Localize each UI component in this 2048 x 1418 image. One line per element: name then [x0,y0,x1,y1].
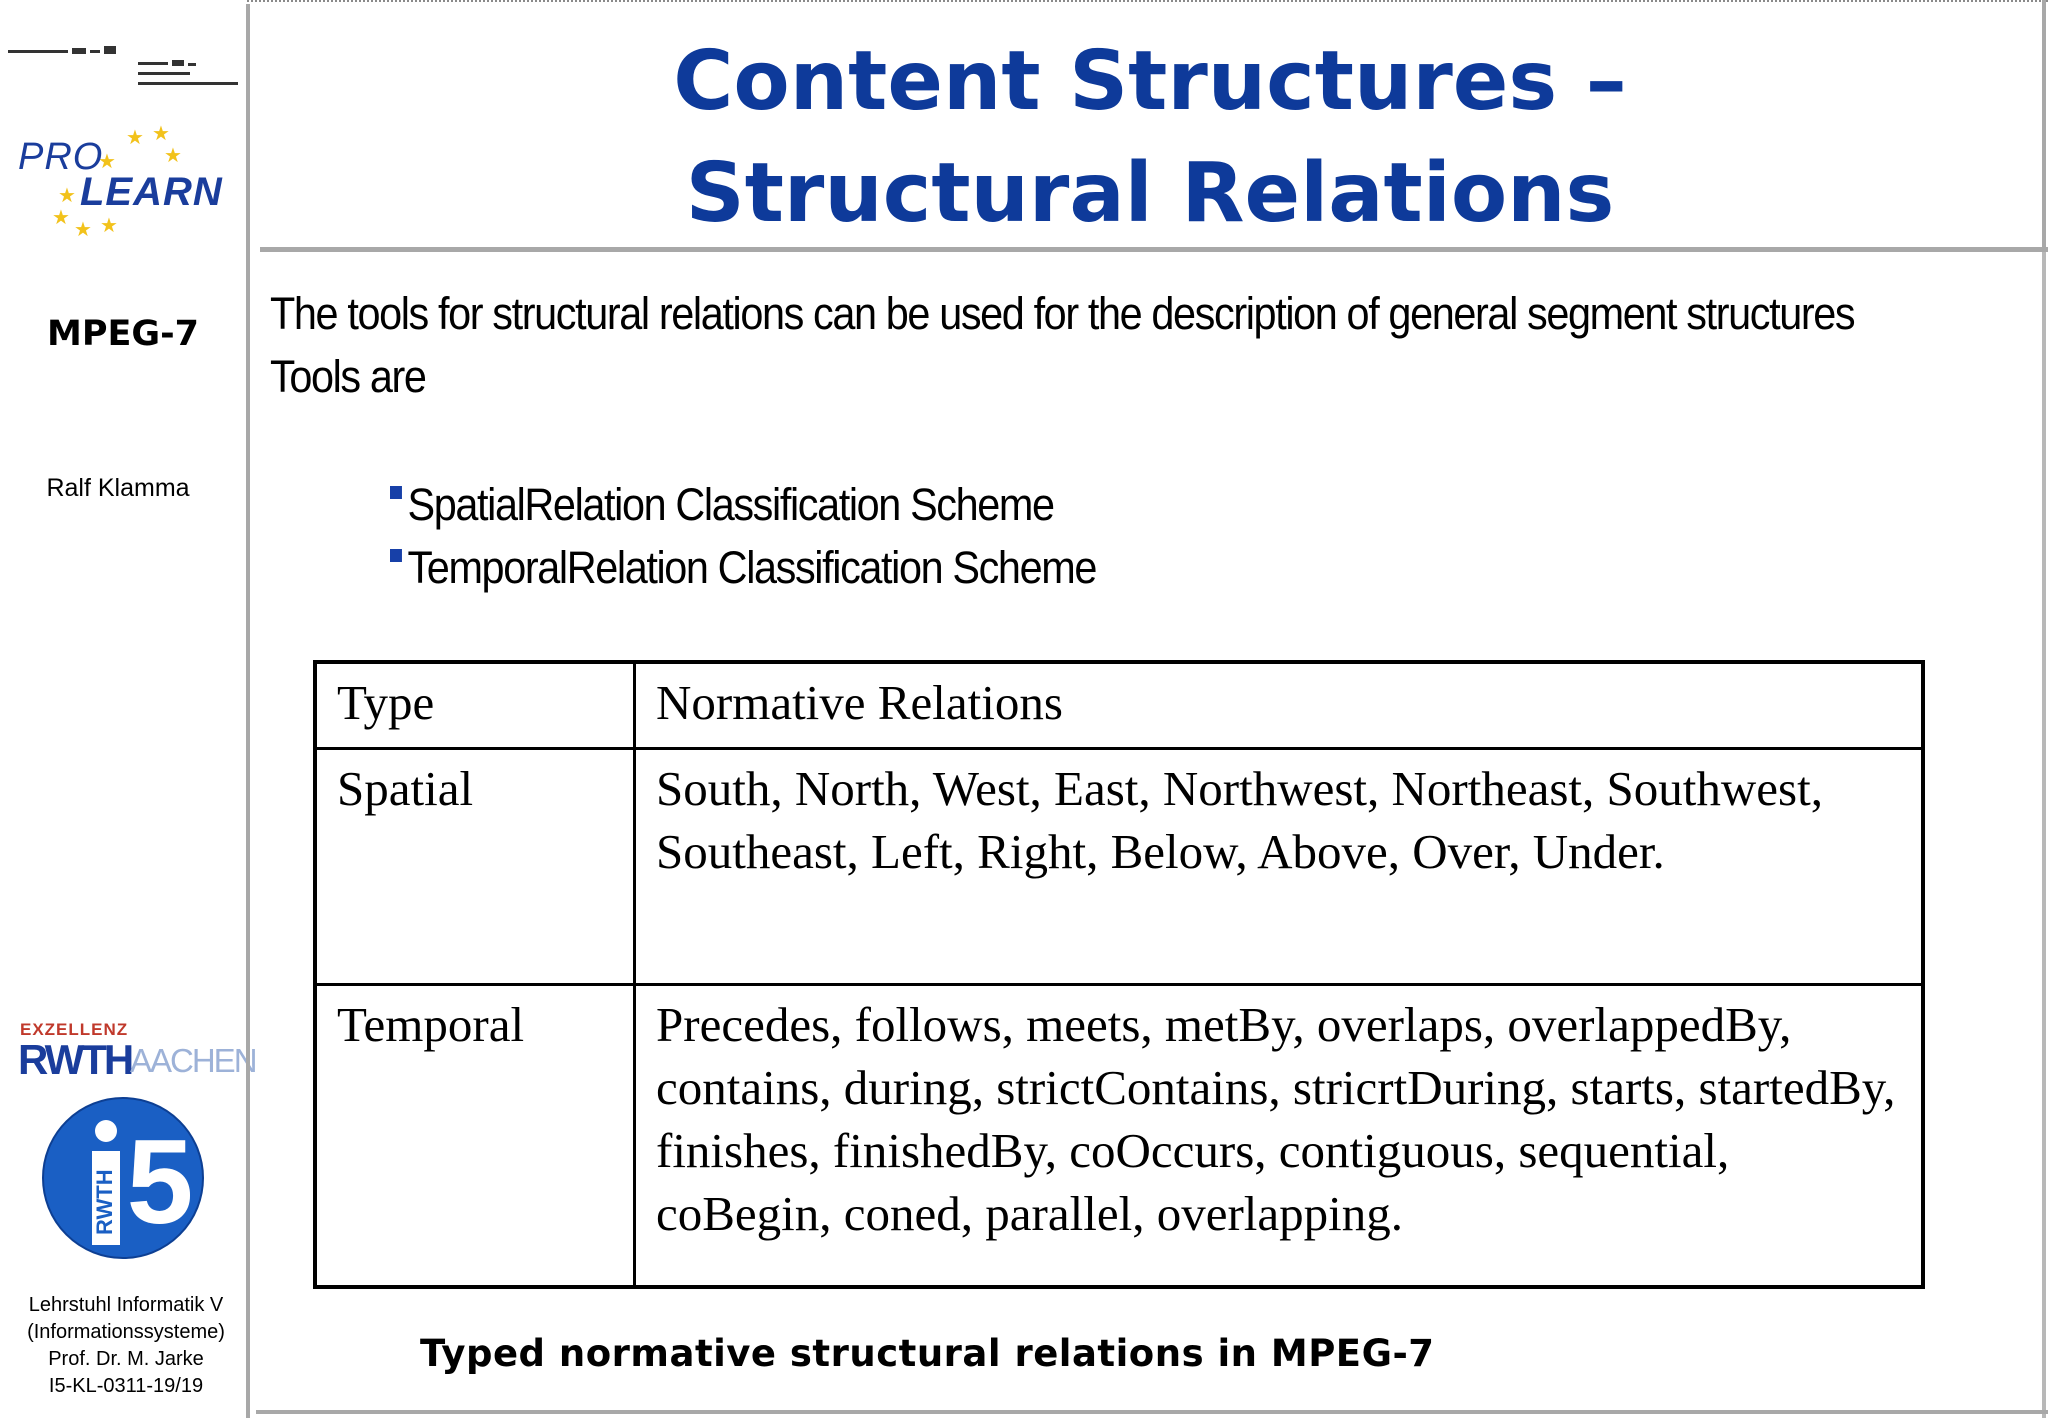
i5-logo-icon: RWTH 5 [42,1097,204,1259]
star-icon: ★ [152,123,170,145]
square-bullet-icon [390,549,402,562]
square-bullet-icon [390,486,402,499]
bullet-text: SpatialRelation Classification Scheme [407,479,1055,530]
star-icon: ★ [164,145,182,167]
logo-pro-text: PRO [18,136,104,178]
table-cell-type: Spatial [313,747,636,986]
star-icon: ★ [100,215,118,237]
table-header-row: Type Normative Relations [313,660,1925,750]
rwth-exzellenz-text: EXZELLENZ [20,1020,129,1039]
i5-number-text: 5 [127,1115,194,1249]
footer-line: (Informationssysteme) [27,1321,225,1343]
scanned-stamp-graphic [8,46,238,85]
sidebar: ★ ★ ★ ★ ★ ★ ★ ★ PRO LEARN MPEG-7 Ralf Kl… [0,0,258,1418]
aachen-text: AACHEN [130,1042,258,1079]
slide-title-line: Content Structures – [673,34,1627,129]
rwth-aachen-logo: EXZELLENZ RWTH AACHEN [18,1020,258,1083]
logo-learn-text: LEARN [80,170,223,214]
sidebar-footer: Lehrstuhl Informatik V (Informationssyst… [0,1292,252,1400]
star-icon: ★ [126,127,144,149]
table-cell-relations: South, North, West, East, Northwest, Nor… [633,747,1925,986]
footer-line: Lehrstuhl Informatik V [28,1294,224,1316]
star-icon: ★ [98,151,116,173]
table-cell-type: Temporal [313,983,636,1288]
i5-rwth-text: RWTH [92,1169,117,1235]
bullet-list: SpatialRelation Classification Scheme Te… [390,473,1097,599]
table-row: Temporal Precedes, follows, meets, metBy… [313,983,1925,1288]
list-item: TemporalRelation Classification Scheme [390,536,1097,599]
header-divider [260,247,2048,252]
list-item: SpatialRelation Classification Scheme [390,473,1096,536]
star-icon: ★ [74,219,92,241]
content-border-right [2042,252,2046,1418]
table-header-cell: Type [313,660,636,750]
slide-title-line: Structural Relations [685,146,1615,241]
sidebar-title: MPEG-7 [47,314,199,354]
header-border-right [2042,0,2046,252]
table-row: Spatial South, North, West, East, Northw… [313,747,1925,986]
page-border-top [0,0,2048,4]
author-name: Ralf Klamma [46,474,190,502]
relations-table: Type Normative Relations Spatial South, … [313,660,1925,1289]
bullet-text: TemporalRelation Classification Scheme [407,542,1097,593]
table-cell-relations: Precedes, follows, meets, metBy, overlap… [633,983,1925,1288]
table-caption: Typed normative structural relations in … [420,1332,1435,1375]
intro-paragraph: The tools for structural relations can b… [270,288,1856,339]
content-border-bottom [256,1410,2048,1414]
table-header-cell: Normative Relations [633,660,1925,750]
star-icon: ★ [52,207,70,229]
slide-title: Content Structures – Structural Relation… [500,26,1800,250]
rwth-text: RWTH [18,1036,134,1083]
footer-line: I5-KL-0311-19/19 [48,1375,204,1397]
star-icon: ★ [58,185,76,207]
footer-line: Prof. Dr. M. Jarke [48,1348,204,1370]
slide-body: The tools for structural relations can b… [270,282,1871,408]
prolearn-logo: ★ ★ ★ ★ ★ ★ ★ ★ PRO LEARN [14,124,234,240]
tools-label: Tools are [270,351,427,402]
sidebar-divider [246,4,250,1418]
